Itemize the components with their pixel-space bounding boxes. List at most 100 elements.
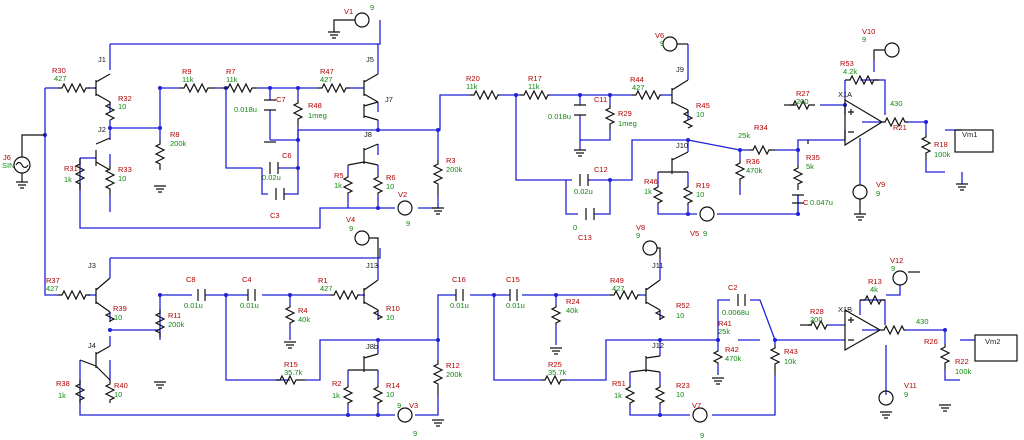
label-C11-ref: C11: [594, 95, 607, 104]
transistor-J2: [95, 137, 111, 171]
label-J6-val: SIN: [2, 161, 15, 170]
label-R21-val: 430: [890, 99, 903, 108]
label-R53-ref: R53: [840, 59, 854, 68]
label-R28-val: 200: [810, 315, 823, 324]
label-C7-val: 0.018u: [234, 105, 257, 114]
resistor-R5: [342, 175, 354, 195]
label-J1: J1: [98, 55, 106, 64]
label-R15-val: 35.7k: [284, 368, 303, 377]
label-C8-ref: C8: [186, 275, 196, 284]
source-V2: [397, 200, 413, 216]
label-R53-val: 4.2k: [843, 67, 857, 76]
capacitor-C2: [737, 294, 746, 306]
wiring: [44, 20, 975, 416]
label-C2-ref: C2: [728, 283, 738, 292]
label-R18-ref: R18: [934, 140, 948, 149]
label-R27-val: 200: [796, 97, 809, 106]
resistor-R8: [154, 140, 166, 170]
label-R31-ref: R31: [64, 164, 78, 173]
resistor-R27: [790, 99, 815, 111]
source-V5: [699, 206, 715, 222]
label-R42-val: 470k: [725, 354, 742, 363]
label-R14-ref: R14: [386, 381, 400, 390]
label-R52-val: 10: [676, 311, 684, 320]
resistor-R1: [330, 289, 360, 301]
label-R48-ref: R48: [308, 101, 322, 110]
label-Vm1: Vm1: [962, 130, 977, 139]
label-R5-ref: R5: [334, 171, 344, 180]
label-C8-val: 0.01u: [184, 301, 203, 310]
resistor-R49: [610, 289, 640, 301]
label-R8-ref: R8: [170, 130, 180, 139]
label-R33-ref: R33: [118, 165, 132, 174]
transistor-J11: [645, 279, 661, 311]
resistor-R22: [939, 344, 951, 370]
resistor-R2: [342, 385, 354, 405]
label-R17-val: 11k: [528, 82, 540, 91]
resistor-R53: [845, 74, 879, 86]
source-V7: [692, 407, 708, 423]
label-R24-ref: R24: [566, 297, 580, 306]
label-R49-val: 427: [612, 284, 625, 293]
transistor-J9: [671, 79, 689, 111]
label-R38-ref: R38: [56, 379, 70, 388]
capacitor-C1: [792, 194, 804, 204]
transistor-J5: [363, 73, 379, 103]
label-R15-ref: R15: [284, 360, 298, 369]
resistor-R15: [276, 374, 305, 386]
label-R36-val: 470k: [746, 166, 763, 175]
label-C4-val: 0.01u: [240, 301, 259, 310]
label-V12-val: 9: [891, 264, 895, 273]
resistor-R45: [682, 110, 694, 129]
resistor-R38: [74, 380, 86, 403]
label-V9-ref: V9: [876, 180, 885, 189]
label-R21-ref: R21: [893, 123, 907, 132]
label-R40-ref: R40: [114, 381, 128, 390]
capacitor-C11: [574, 104, 586, 116]
label-R32-ref: R32: [118, 94, 132, 103]
label-R19-val: 10: [696, 190, 704, 199]
label-R44-val: 427: [632, 83, 645, 92]
label-C1-ref: C: [803, 198, 809, 207]
label-R9-ref: R9: [182, 67, 192, 76]
label-C12-ref: C12: [594, 165, 608, 174]
label-R35-ref: R35: [806, 153, 820, 162]
label-C15-val: 0.01u: [506, 301, 525, 310]
label-R13-val: 4k: [870, 285, 878, 294]
label-R36-ref: R36: [746, 157, 760, 166]
resistor-R14: [372, 385, 384, 405]
source-V9: [852, 184, 868, 200]
label-R25-val: 35.7k: [548, 368, 567, 377]
label-R12-val: 200k: [446, 370, 463, 379]
label-R14-val: 10: [386, 390, 394, 399]
label-R11-ref: R11: [168, 311, 181, 320]
label-V11-val: 9: [904, 390, 908, 399]
label-R22-val: 100k: [955, 367, 972, 376]
label-R34-ref: R34: [754, 123, 768, 132]
label-R32-val: 10: [118, 102, 126, 111]
label-R38-val: 1k: [58, 391, 66, 400]
label-C1-val: 0.047u: [810, 198, 833, 207]
resistor-R34: [750, 144, 775, 156]
label-X1B: X1B: [838, 305, 852, 314]
capacitor-C16: [455, 289, 464, 301]
opamp-X1B: [844, 308, 882, 352]
meter-Vm1: [954, 129, 994, 153]
resistor-R47: [318, 82, 350, 94]
label-R52-ref: R52: [676, 301, 690, 310]
capacitor-C4: [247, 289, 256, 301]
label-C11-val: 0.018u: [548, 112, 571, 121]
capacitor-C8: [197, 289, 206, 301]
label-R23-ref: R23: [676, 381, 690, 390]
label-C15-ref: C15: [506, 275, 520, 284]
label-R43-ref: R43: [784, 347, 798, 356]
transistor-J8b: [348, 353, 379, 372]
label-R8-val: 200k: [170, 139, 187, 148]
label-V10-val: 9: [862, 35, 866, 44]
resistor-R39: [104, 312, 116, 322]
label-R25-ref: R25: [548, 360, 562, 369]
label-V9-val: 9: [876, 189, 880, 198]
resistor-R3: [432, 160, 444, 195]
label-R23-val: 10: [676, 390, 684, 399]
